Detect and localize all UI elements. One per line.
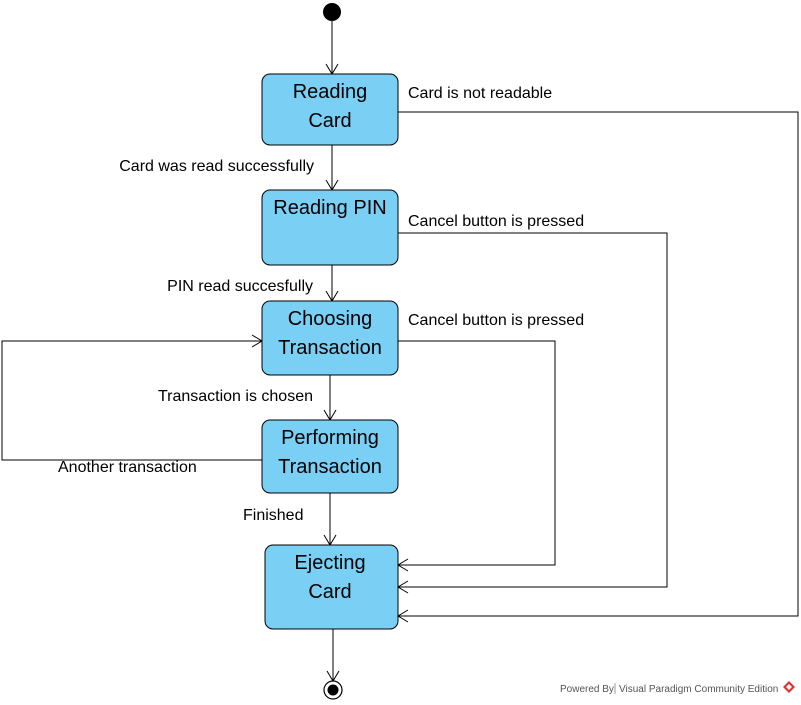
state-label: Performing (281, 427, 379, 449)
state-label: Choosing (288, 308, 373, 330)
label-pin-read: PIN read succesfully (167, 278, 313, 295)
edge-cancel-at-pin (398, 232, 668, 588)
state-box (261, 73, 399, 146)
state-box (261, 419, 399, 494)
state-ejecting-card: Ejecting Card (264, 544, 399, 630)
state-label: Reading (293, 81, 368, 103)
state-performing-transaction: Performing Transaction (261, 419, 399, 494)
state-label: Reading PIN (273, 197, 386, 219)
state-box (261, 300, 399, 376)
label-finished: Finished (243, 507, 303, 524)
edge-card-not-readable (398, 111, 799, 617)
visual-paradigm-logo-icon (783, 681, 795, 693)
state-box (261, 189, 399, 266)
state-label: Card (308, 581, 351, 603)
powered-by-text: Powered By (560, 684, 614, 695)
label-cancel-at-pin: Cancel button is pressed (408, 213, 584, 230)
state-label: Card (308, 110, 351, 132)
state-reading-pin: Reading PIN (261, 189, 399, 266)
initial-state (323, 3, 341, 21)
state-box (264, 544, 399, 630)
state-label: Ejecting (294, 552, 365, 574)
label-card-not-readable: Card is not readable (408, 85, 552, 102)
final-state (323, 680, 343, 700)
label-card-read: Card was read successfully (119, 158, 314, 175)
state-choosing-transaction: Choosing Transaction (261, 300, 399, 376)
label-cancel-at-choose: Cancel button is pressed (408, 312, 584, 329)
edges (1, 21, 799, 682)
state-label: Transaction (278, 456, 382, 478)
edge-another-transaction (1, 340, 262, 461)
state-label: Transaction (278, 337, 382, 359)
state-reading-card: Reading Card (261, 73, 399, 146)
edge-cancel-at-choose (398, 340, 556, 566)
label-transaction-chosen: Transaction is chosen (158, 388, 313, 405)
footer-watermark: Powered By Visual Paradigm Community Edi… (560, 681, 795, 695)
label-another-transaction: Another transaction (58, 459, 197, 476)
product-name-text: Visual Paradigm Community Edition (619, 684, 778, 695)
